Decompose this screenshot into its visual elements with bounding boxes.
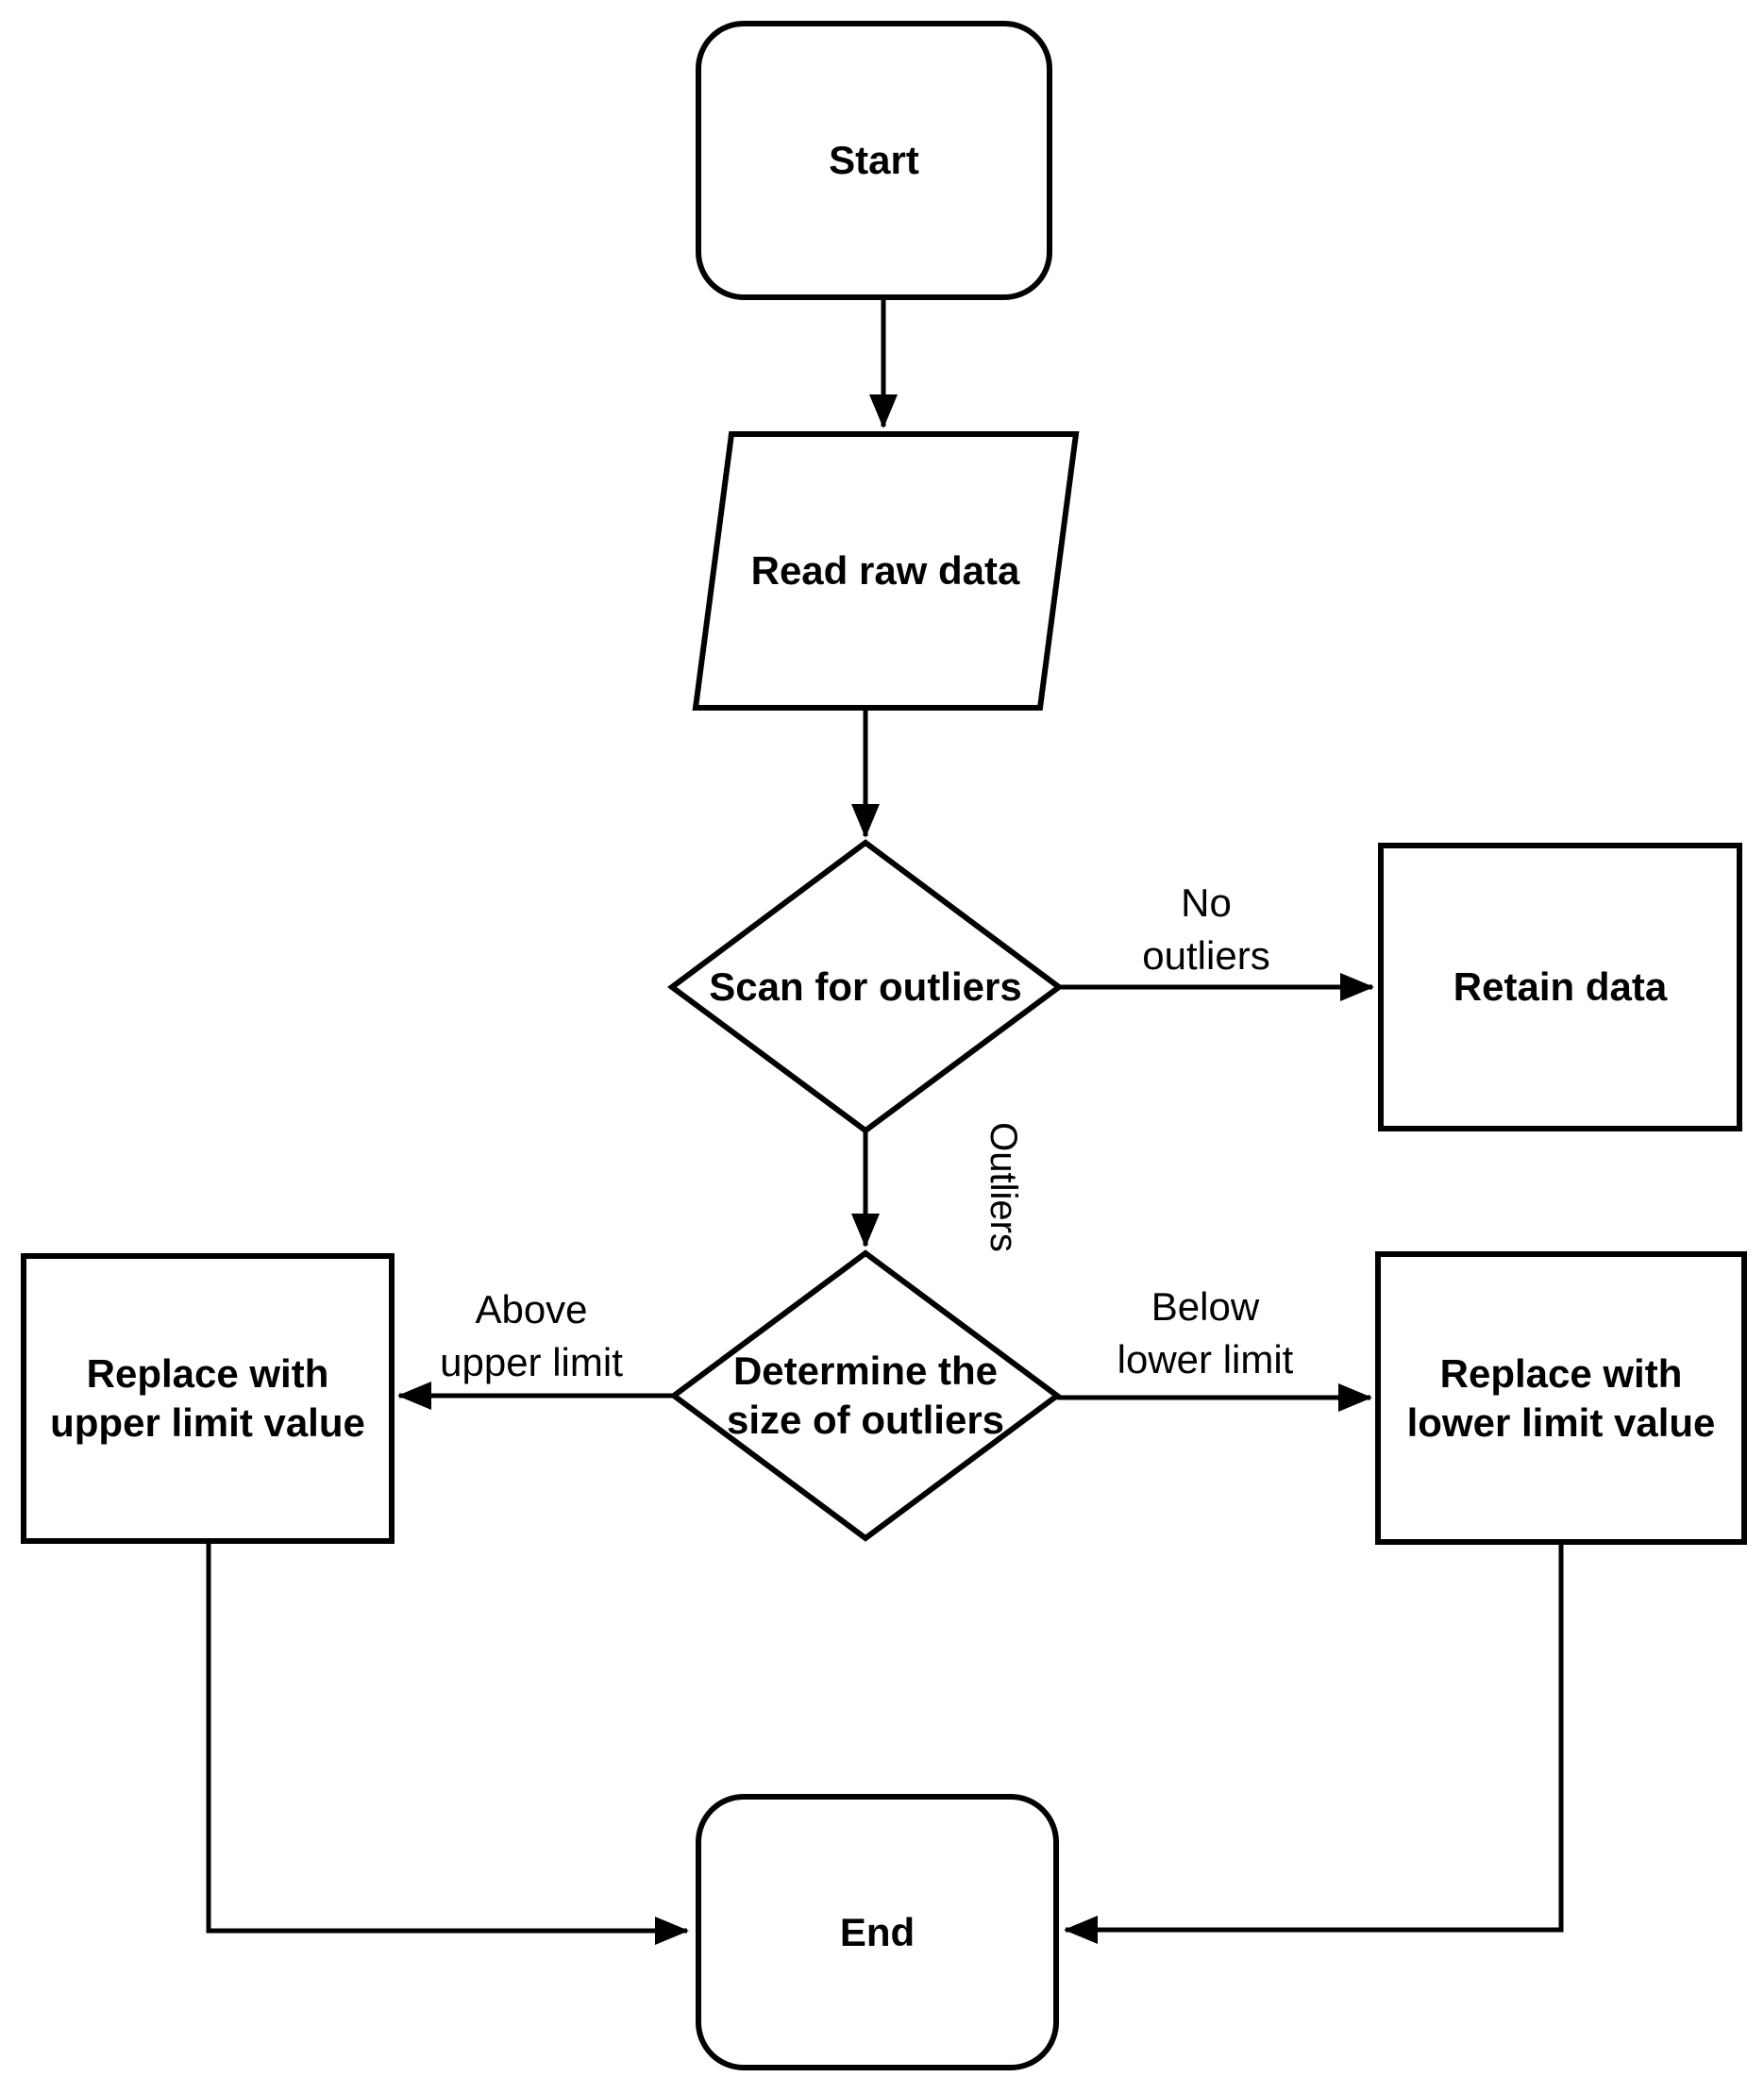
edge-replace-upper-to-end [206, 1541, 689, 1945]
start-node-shape [696, 21, 1052, 300]
replace-lower-node-shape [1375, 1251, 1747, 1545]
retain-data-node-shape [1378, 843, 1742, 1131]
replace-upper-node-shape [21, 1253, 395, 1544]
scan-for-outliers-decision-shape [666, 839, 1065, 1134]
end-node-shape [696, 1794, 1059, 2070]
read-raw-data-node-shape [692, 431, 1080, 711]
determine-size-decision-shape [668, 1249, 1063, 1542]
edge-replace-lower-to-end [1064, 1542, 1564, 1944]
